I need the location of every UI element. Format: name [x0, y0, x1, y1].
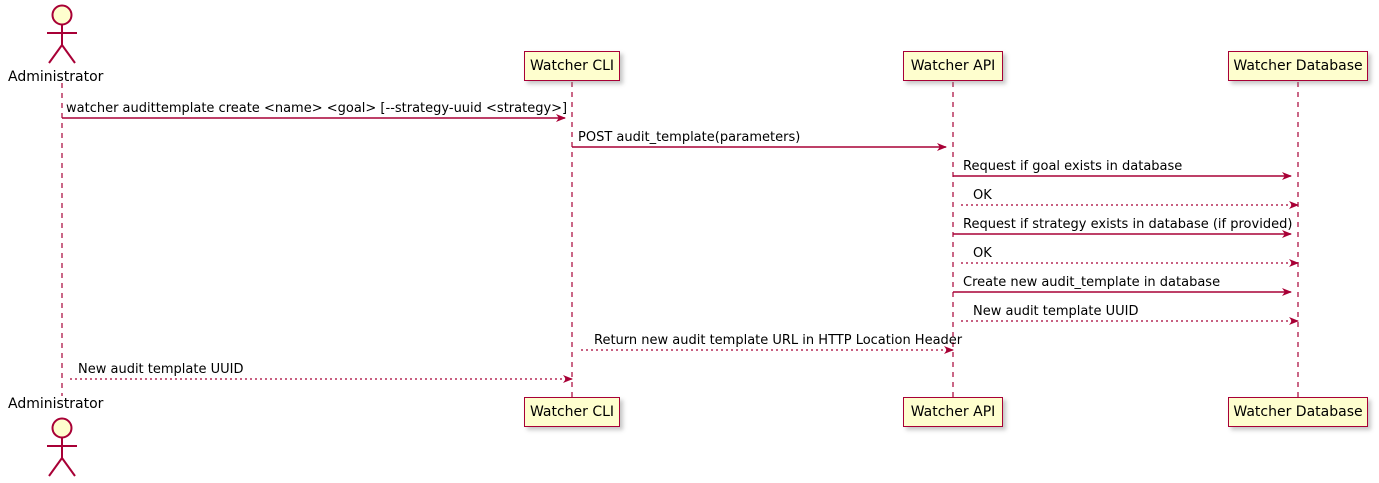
message-label-6: OK [973, 246, 992, 261]
message-label-2: POST audit_template(parameters) [578, 130, 801, 145]
participant-box-watcher-cli-top[interactable]: Watcher CLI [524, 51, 620, 81]
actor-administrator-top-icon [47, 4, 77, 64]
participant-label-watcher-api: Watcher API [910, 404, 996, 420]
message-label-9: Return new audit template URL in HTTP Lo… [594, 333, 963, 348]
actor-label-administrator-top: Administrator [8, 69, 104, 85]
participant-label-watcher-cli: Watcher CLI [529, 404, 615, 420]
participant-box-watcher-db-bottom[interactable]: Watcher Database [1228, 397, 1368, 427]
actor-label-administrator-bottom: Administrator [8, 396, 104, 412]
message-label-1: watcher audittemplate create <name> <goa… [66, 101, 568, 116]
message-label-8: New audit template UUID [973, 304, 1139, 319]
participant-label-watcher-db: Watcher Database [1233, 58, 1363, 74]
actor-administrator-bottom-icon [47, 417, 77, 477]
participant-box-watcher-cli-bottom[interactable]: Watcher CLI [524, 397, 620, 427]
participant-label-watcher-cli: Watcher CLI [529, 58, 615, 74]
message-label-5: Request if strategy exists in database (… [963, 217, 1293, 232]
participant-box-watcher-api-top[interactable]: Watcher API [903, 51, 1003, 81]
participant-box-watcher-api-bottom[interactable]: Watcher API [903, 397, 1003, 427]
message-label-4: OK [973, 188, 992, 203]
participant-box-watcher-db-top[interactable]: Watcher Database [1228, 51, 1368, 81]
participant-label-watcher-api: Watcher API [910, 58, 996, 74]
participant-label-watcher-db: Watcher Database [1233, 404, 1363, 420]
message-label-7: Create new audit_template in database [963, 275, 1221, 290]
message-label-10: New audit template UUID [78, 362, 244, 377]
message-label-3: Request if goal exists in database [963, 159, 1183, 174]
